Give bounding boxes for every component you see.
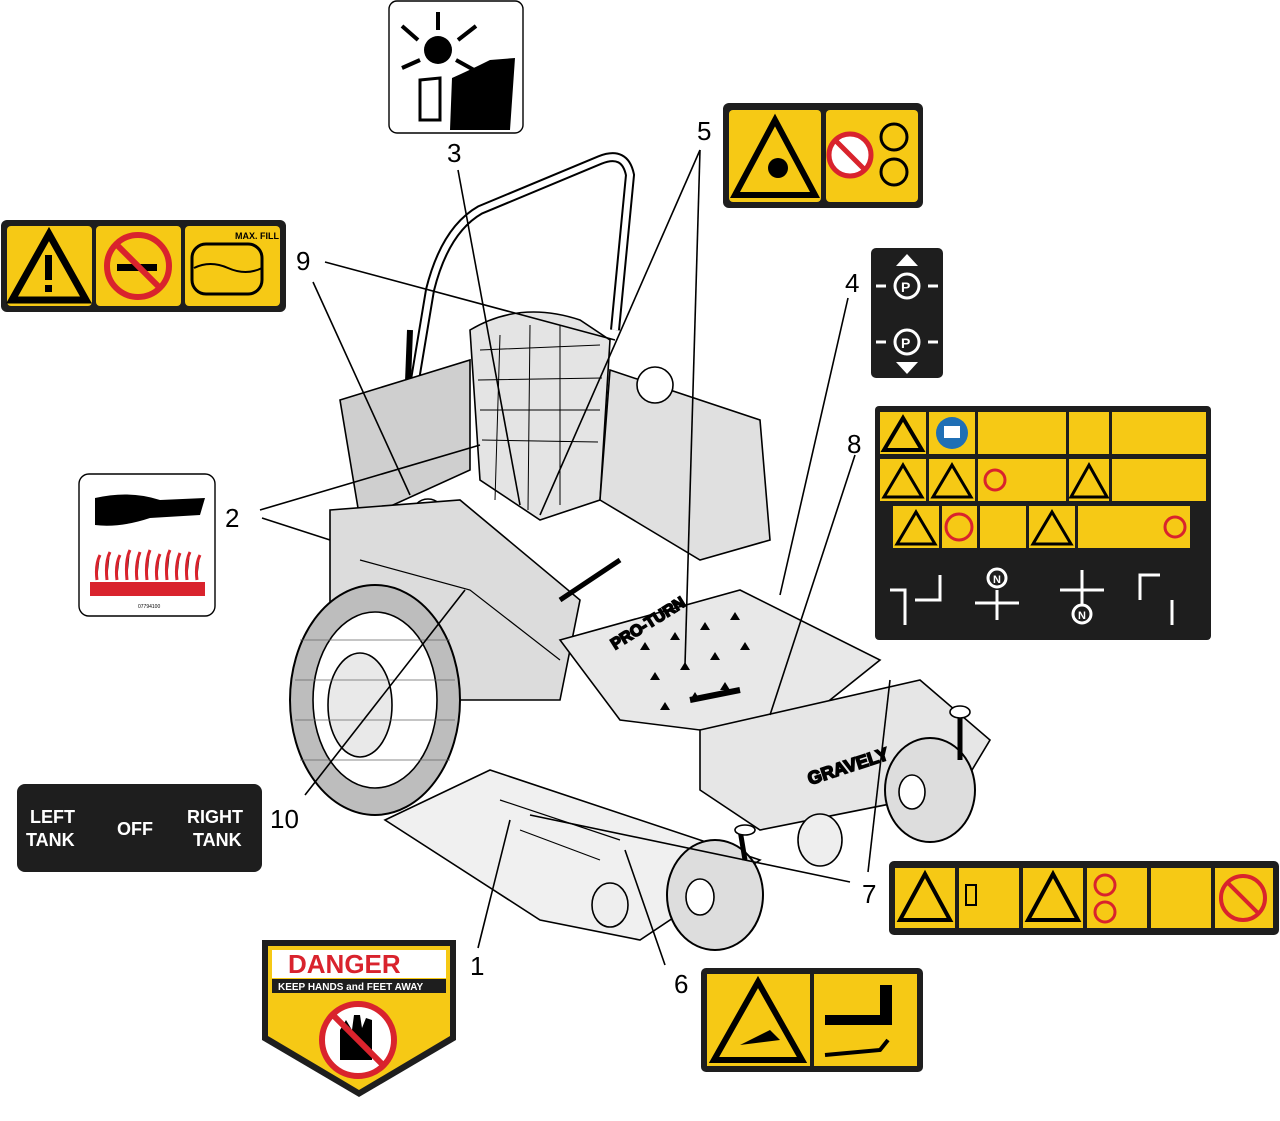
decal-6-pinch-point bbox=[701, 968, 923, 1072]
park-brake-icon bbox=[893, 272, 921, 300]
heat-icon bbox=[94, 549, 202, 581]
right-tank-label: TANK bbox=[193, 830, 242, 850]
max-fill-text: MAX. FILL bbox=[235, 231, 279, 241]
decal-1-danger: DANGER KEEP HANDS and FEET AWAY bbox=[262, 940, 456, 1097]
no-smoking-icon bbox=[104, 232, 172, 300]
callout-6: 6 bbox=[674, 969, 688, 999]
callout-8: 8 bbox=[847, 429, 861, 459]
caster-wheel-left bbox=[666, 824, 764, 951]
hand-icon bbox=[95, 494, 205, 526]
decal-9-fuel-warning: MAX. FILL bbox=[1, 220, 286, 312]
svg-text:P: P bbox=[901, 279, 910, 295]
hand-icon bbox=[450, 58, 515, 130]
decal-5-entanglement bbox=[723, 103, 923, 208]
leader-lines bbox=[259, 149, 891, 966]
decal-10-fuel-selector: LEFT TANK OFF RIGHT TANK bbox=[17, 784, 262, 872]
callout-numbers: 1 2 3 4 5 6 7 8 9 10 bbox=[225, 116, 876, 999]
svg-text:N: N bbox=[1078, 610, 1086, 622]
warning-triangle-icon bbox=[6, 226, 92, 304]
callout-1: 1 bbox=[470, 951, 484, 981]
off-label: OFF bbox=[117, 819, 153, 839]
left-label: LEFT bbox=[30, 807, 75, 827]
callout-2: 2 bbox=[225, 503, 239, 533]
warning-triangle-icon bbox=[708, 975, 808, 1063]
svg-text:P: P bbox=[901, 335, 910, 351]
left-tank-label: TANK bbox=[26, 830, 75, 850]
callout-4: 4 bbox=[845, 268, 859, 298]
mower-illustration: GRAVELY PRO-TURN bbox=[289, 152, 992, 951]
callout-10: 10 bbox=[270, 804, 299, 834]
danger-subtitle: KEEP HANDS and FEET AWAY bbox=[278, 982, 424, 993]
part-number: 07794100 bbox=[138, 604, 160, 610]
svg-text:N: N bbox=[993, 574, 1001, 586]
decal-7-operation-warnings bbox=[889, 861, 1279, 935]
rotation-icon bbox=[879, 122, 909, 187]
warning-triangle-icon bbox=[730, 113, 820, 198]
decal-4-park-brake: P P bbox=[871, 248, 943, 378]
callout-5: 5 bbox=[697, 116, 711, 146]
caster-wheel-right bbox=[884, 705, 976, 843]
decal-8-operator-safety: N N bbox=[875, 406, 1211, 640]
decal-3-thrown-objects bbox=[388, 0, 524, 134]
danger-title: DANGER bbox=[288, 949, 401, 979]
callout-7: 7 bbox=[862, 879, 876, 909]
callout-3: 3 bbox=[447, 138, 461, 168]
warning-triangle-icon bbox=[896, 869, 954, 922]
decal-2-hot-surface: 07794100 bbox=[78, 473, 216, 617]
right-label: RIGHT bbox=[187, 807, 243, 827]
callout-9: 9 bbox=[296, 246, 310, 276]
warning-triangle-icon bbox=[880, 414, 926, 452]
